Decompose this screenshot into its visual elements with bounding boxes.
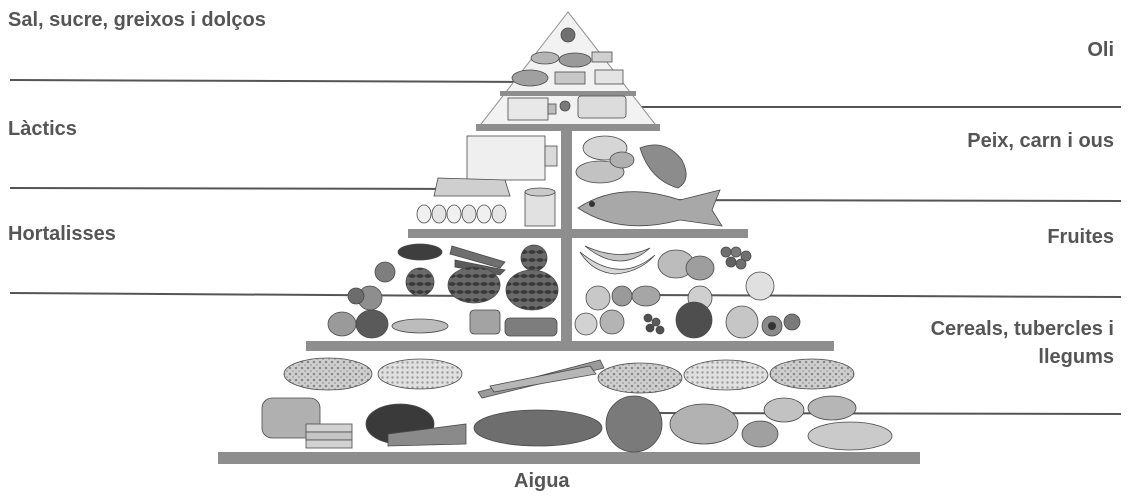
roll-icon [606, 396, 738, 452]
milk-carton-icon [467, 136, 557, 180]
rice-icon [378, 359, 462, 389]
pyramid-shelf-veg-fruit [306, 341, 834, 351]
label-salt-sugar-fats-sweets: Sal, sucre, greixos i dolços [8, 8, 266, 32]
eggplant-icon [398, 244, 442, 260]
mango-icon [658, 250, 714, 280]
label-cereals-line-1: Cereals, tubercles i [931, 317, 1114, 341]
tomato-icon [348, 262, 395, 310]
fish-icon [578, 190, 722, 226]
apple-icon [575, 286, 632, 335]
spaghetti-icon [478, 360, 604, 398]
eggs-icon [417, 205, 506, 223]
broccoli-icon [521, 245, 547, 271]
lentils-icon [598, 363, 682, 393]
lettuce-icon [406, 267, 558, 310]
bread-icon [262, 398, 352, 448]
pear-icon [632, 286, 660, 306]
chicken-icon [576, 136, 634, 183]
pyramid-center-post [561, 128, 572, 350]
banana-icon [580, 246, 655, 274]
pyramid-shelf-cereals [218, 452, 920, 464]
sweets-icon [512, 28, 623, 86]
yogurt-icon [525, 188, 555, 226]
meat-icon [640, 145, 686, 188]
label-vegetables: Hortalisses [8, 222, 116, 246]
pumpkin-icon [328, 310, 388, 338]
potato-icon [742, 396, 892, 450]
cheese-icon [434, 178, 510, 196]
label-dairy: Làctics [8, 117, 77, 141]
label-water: Aigua [514, 469, 570, 493]
pasta-icon [284, 358, 372, 390]
pepper-icon [470, 310, 557, 336]
kiwi-icon [762, 314, 800, 336]
pyramid-shelf-dairy-protein [408, 229, 748, 238]
label-cereals-line-2: llegums [1038, 345, 1114, 369]
beans-icon [684, 359, 854, 390]
leader-line-dairy [10, 188, 470, 189]
label-oil: Oli [1087, 38, 1114, 62]
leader-line-vegetables [10, 293, 480, 296]
watermelon-icon [676, 302, 712, 338]
leader-line-salt-sugar [10, 80, 535, 82]
cucumber-icon [392, 319, 448, 333]
bread-loaf-icon [366, 404, 602, 446]
pyramid-shelf-inner-top [500, 91, 636, 96]
label-fruits: Fruites [1047, 225, 1114, 249]
label-fish-meat-eggs: Peix, carn i ous [967, 129, 1114, 153]
